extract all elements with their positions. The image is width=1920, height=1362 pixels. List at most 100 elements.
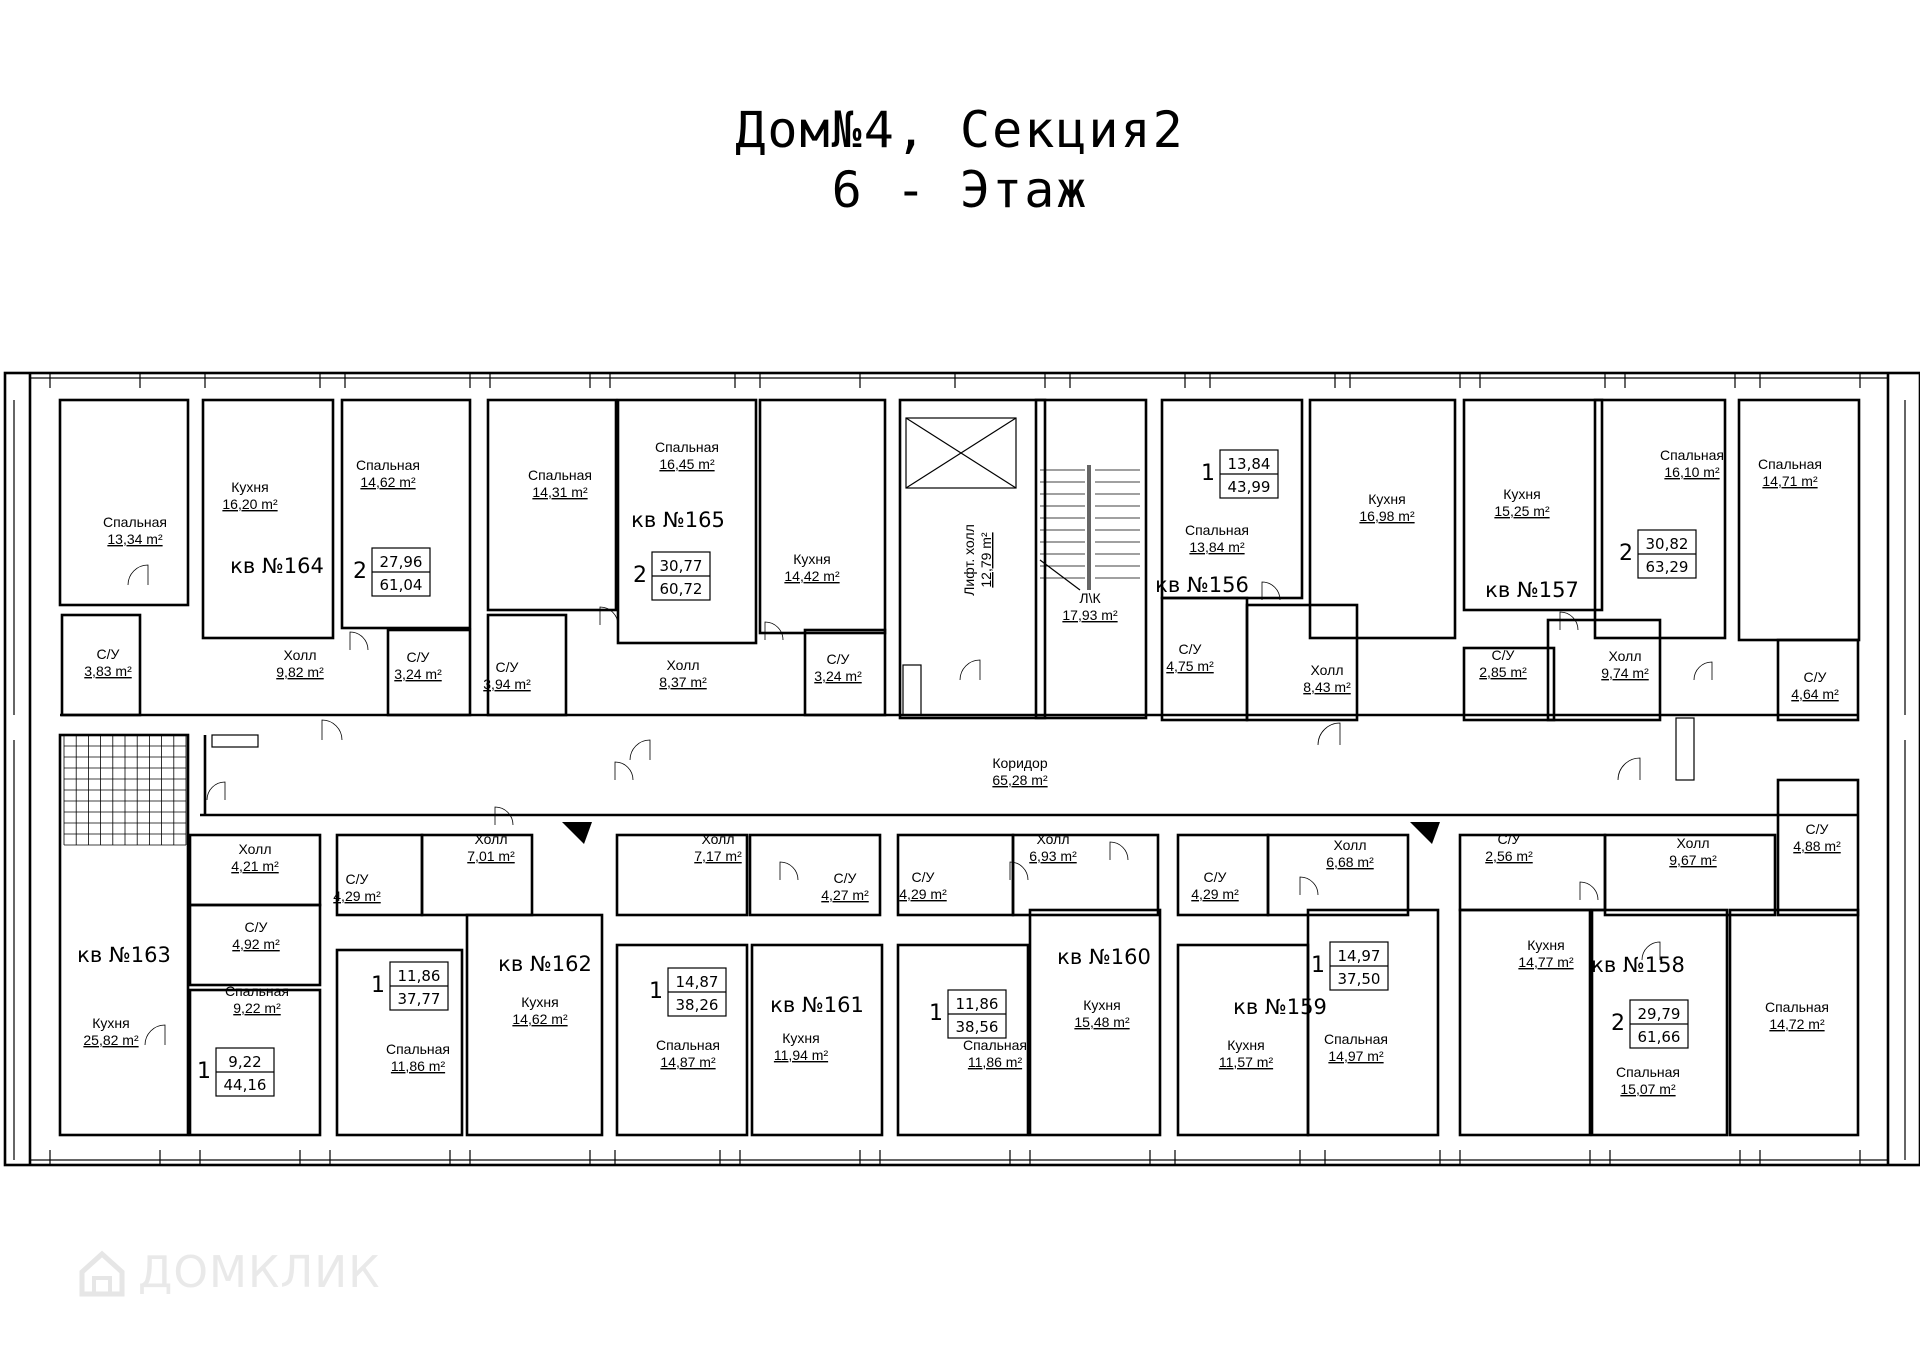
- room-area: 15,48 m²: [1074, 1014, 1130, 1030]
- room-area: 4,88 m²: [1793, 838, 1841, 854]
- room-area: 8,43 m²: [1303, 679, 1351, 695]
- stairwell-wall: [1034, 398, 1148, 720]
- room-name: Спальная: [656, 1037, 720, 1053]
- badge-total-area: 38,56: [956, 1018, 999, 1036]
- badge-living-area: 14,97: [1338, 947, 1381, 965]
- room-wall: [188, 988, 322, 1137]
- room-area: 11,86 m²: [968, 1054, 1023, 1070]
- apartment-number: кв №160: [1057, 945, 1151, 969]
- room-name: С/У: [245, 919, 268, 935]
- room-area: 4,92 m²: [232, 936, 280, 952]
- room-name: Спальная: [356, 457, 420, 473]
- room-wall: [58, 733, 190, 1137]
- room-area: 11,86 m²: [391, 1058, 446, 1074]
- room-wall: [1245, 603, 1359, 722]
- room-area: 14,87 m²: [660, 1054, 716, 1070]
- apartment-number: кв №165: [631, 508, 725, 532]
- badge-total-area: 37,50: [1338, 970, 1381, 988]
- room-name: Кухня: [521, 994, 558, 1010]
- room-wall: [1028, 908, 1162, 1137]
- badge-room-count: 2: [353, 559, 367, 584]
- room-area: 4,64 m²: [1791, 686, 1839, 702]
- door-swing: [127, 564, 149, 586]
- room-name: Кухня: [1527, 937, 1564, 953]
- badge-room-count: 1: [649, 979, 663, 1004]
- door-swing: [1299, 876, 1319, 896]
- room-area: 25,82 m²: [83, 1032, 139, 1048]
- room-name: С/У: [834, 870, 857, 886]
- room-area: 11,57 m²: [1219, 1054, 1274, 1070]
- apartment-number: кв №156: [1155, 573, 1249, 597]
- room-name: Спальная: [386, 1041, 450, 1057]
- door-swing: [1617, 757, 1641, 781]
- badge-room-count: 1: [929, 1001, 943, 1026]
- stair-arrow: [1039, 559, 1081, 591]
- room-wall: [1306, 908, 1440, 1137]
- badge-living-area: 11,86: [956, 995, 999, 1013]
- room-name: С/У: [1204, 869, 1227, 885]
- room-area: 14,31 m²: [532, 484, 588, 500]
- badge-room-count: 1: [371, 973, 385, 998]
- door-swing: [349, 631, 369, 651]
- room-name: С/У: [1804, 669, 1827, 685]
- apartment-number: кв №158: [1591, 953, 1685, 977]
- room-wall: [1462, 646, 1556, 722]
- lift-hall-wall: [898, 398, 1047, 720]
- stairs-name: Л\К: [1079, 590, 1101, 606]
- room-name: Спальная: [103, 514, 167, 530]
- apartment-number: кв №164: [230, 554, 324, 578]
- room-name: Кухня: [1083, 997, 1120, 1013]
- room-wall: [1160, 398, 1304, 600]
- room-name: Кухня: [782, 1030, 819, 1046]
- room-name: Кухня: [1503, 486, 1540, 502]
- room-name: С/У: [1806, 821, 1829, 837]
- room-wall: [615, 833, 749, 917]
- room-area: 14,72 m²: [1769, 1016, 1825, 1032]
- lift-hall-area: 12,79 m²: [978, 532, 994, 588]
- room-name: С/У: [1492, 647, 1515, 663]
- room-area: 9,67 m²: [1669, 852, 1717, 868]
- door-swing: [1317, 722, 1341, 746]
- room-area: 16,10 m²: [1664, 464, 1720, 480]
- room-name: Спальная: [1616, 1064, 1680, 1080]
- room-wall: [420, 833, 534, 917]
- room-area: 4,21 m²: [231, 858, 279, 874]
- room-wall: [486, 398, 618, 612]
- room-name: С/У: [407, 649, 430, 665]
- badge-total-area: 38,26: [676, 996, 719, 1014]
- badge-total-area: 61,66: [1638, 1028, 1681, 1046]
- shaft-duct: [902, 664, 922, 716]
- room-wall: [188, 903, 322, 987]
- door-swing: [959, 659, 981, 681]
- room-area: 14,97 m²: [1328, 1048, 1384, 1064]
- room-area: 16,20 m²: [222, 496, 278, 512]
- corridor-fixture: [211, 734, 259, 748]
- room-name: Спальная: [655, 439, 719, 455]
- room-wall: [1590, 908, 1729, 1137]
- outer-wall: [3, 371, 1920, 1167]
- room-name: С/У: [1498, 831, 1521, 847]
- room-area: 6,93 m²: [1029, 848, 1077, 864]
- door-swing: [321, 719, 343, 741]
- room-name: С/У: [346, 871, 369, 887]
- door-swing: [494, 806, 514, 826]
- room-wall: [1458, 833, 1607, 912]
- room-area: 4,29 m²: [899, 886, 947, 902]
- room-name: С/У: [496, 659, 519, 675]
- room-wall: [1593, 398, 1727, 640]
- title-line-2: 6 - Этаж: [831, 161, 1089, 219]
- door-swing: [629, 739, 651, 761]
- badge-total-area: 43,99: [1228, 478, 1271, 496]
- room-area: 4,29 m²: [1191, 886, 1239, 902]
- badge-living-area: 11,86: [398, 967, 441, 985]
- room-name: Холл: [1334, 837, 1367, 853]
- vent-duct: [562, 822, 592, 844]
- badge-living-area: 27,96: [380, 553, 423, 571]
- room-area: 2,56 m²: [1485, 848, 1533, 864]
- room-wall: [616, 398, 758, 645]
